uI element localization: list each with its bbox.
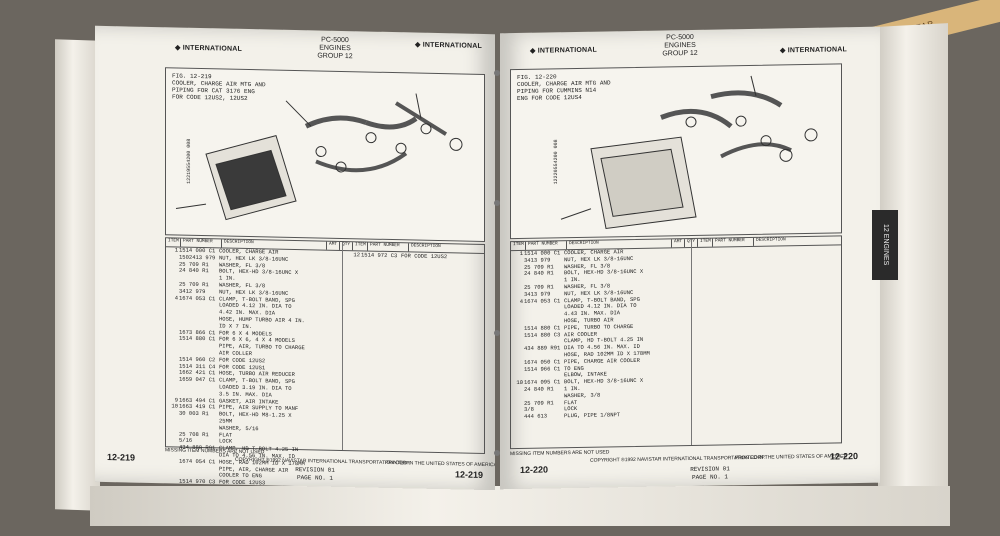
- right-parts-table: ITEM PART NUMBER DESCRIPTION AMT QTY ITE…: [510, 235, 842, 450]
- right-page-number-right: 12-220: [830, 451, 859, 462]
- row-item: [166, 478, 179, 485]
- left-figure: FIG. 12-219 COOLER, CHARGE AIR MTG AND P…: [165, 67, 485, 242]
- left-col-item: ITEM: [166, 238, 181, 247]
- section-tab[interactable]: 12 ENGINES: [872, 210, 898, 280]
- right-footer-missing: MISSING ITEM NUMBERS ARE NOT USED: [510, 449, 610, 458]
- right-col-desc-2: DESCRIPTION: [756, 237, 786, 243]
- binder-hole: [494, 450, 500, 456]
- left-brand-logo: INTERNATIONAL: [175, 43, 242, 53]
- row-item: [511, 414, 524, 421]
- right-table-divider: [691, 238, 692, 445]
- left-rc-item: 12: [353, 251, 360, 259]
- binder-hole: [494, 200, 500, 206]
- right-figure: FIG. 12-220 COOLER, CHARGE AIR MTG AND P…: [510, 63, 842, 240]
- left-page-number: 12-219: [107, 452, 136, 463]
- left-side-code: 12219554200 008: [186, 138, 192, 184]
- right-header-model: PC-5000 ENGINES GROUP 12: [650, 34, 710, 59]
- left-parts-table: ITEM PART NUMBER DESCRIPTION AMT QTY ITE…: [165, 237, 485, 486]
- right-side-code: 12220554200 008: [553, 139, 559, 185]
- binder-hole: [494, 330, 500, 336]
- left-col-item-2: ITEM: [353, 242, 368, 251]
- right-page: INTERNATIONAL PC-5000 ENGINES GROUP 12 I…: [500, 26, 880, 490]
- left-col-amt: AMT: [327, 241, 340, 250]
- left-brand-logo-2: INTERNATIONAL: [415, 41, 482, 50]
- right-brand-logo: INTERNATIONAL: [530, 46, 597, 55]
- row-description: PLUG, PIPE 1/8NPT: [564, 411, 621, 420]
- left-revision-block: REVISION 01 PAGE NO. 1: [265, 465, 365, 483]
- left-exploded-diagram: [175, 93, 463, 221]
- left-page-number-right: 12-219: [455, 469, 484, 480]
- right-col-item-2: ITEM: [698, 238, 713, 247]
- right-exploded-diagram: [560, 75, 818, 230]
- left-page: INTERNATIONAL PC-5000 ENGINES GROUP 12 I…: [95, 25, 495, 491]
- book-page-edges-left: [55, 39, 100, 511]
- left-header-model: PC-5000 ENGINES GROUP 12: [305, 36, 365, 61]
- right-col-amt: AMT: [672, 239, 685, 248]
- right-page-no: PAGE NO. 1: [691, 473, 728, 481]
- book-page-edges-bottom: [90, 486, 950, 526]
- right-brand-logo-2: INTERNATIONAL: [780, 45, 847, 54]
- left-col-desc-2: DESCRIPTION: [411, 243, 441, 250]
- right-model-group: GROUP 12: [662, 49, 698, 58]
- binder-hole: [494, 70, 500, 76]
- right-col-part-2: PART NUMBER: [713, 237, 754, 247]
- left-model-group: GROUP 12: [317, 52, 353, 61]
- right-page-number: 12-220: [520, 464, 549, 475]
- left-rc-desc: FOR CODE 12US2: [401, 252, 448, 261]
- left-rc-part: 1514 972 C3: [361, 251, 398, 260]
- left-col-part-2: PART NUMBER: [368, 242, 409, 252]
- left-table-divider: [342, 241, 343, 451]
- right-revision-block: REVISION 01 PAGE NO. 1: [660, 465, 760, 483]
- row-part-number: 444 613: [524, 412, 548, 421]
- right-col-item: ITEM: [511, 241, 526, 251]
